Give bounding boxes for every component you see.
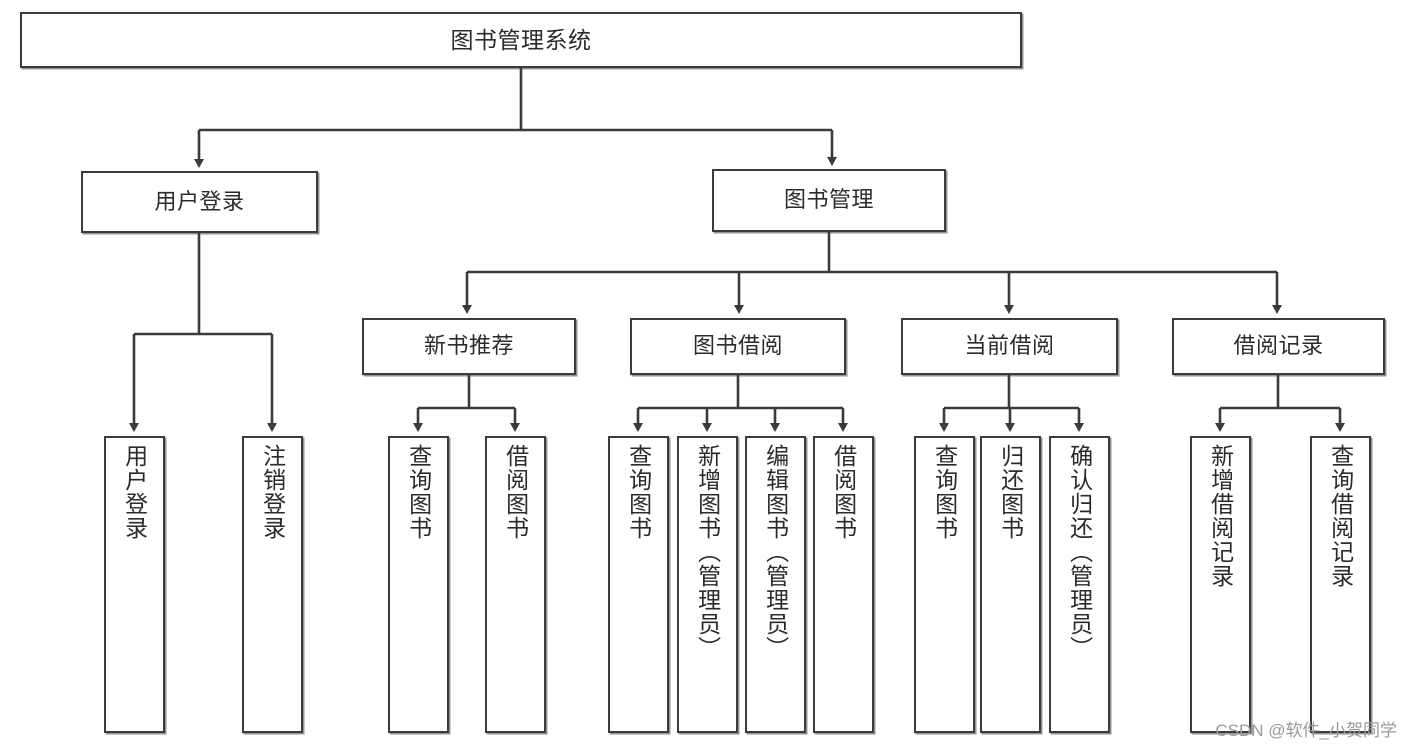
- node-leaf-query-book-1-label: 查询图书: [405, 444, 432, 540]
- node-leaf-confirm-return-label: 确认归还（管理员）: [1066, 444, 1093, 660]
- node-user-login-label: 用户登录: [154, 188, 245, 214]
- node-leaf-add-record[interactable]: 新增借阅记录: [1190, 436, 1251, 733]
- node-leaf-borrow-book-2[interactable]: 借阅图书: [813, 436, 874, 733]
- node-borrow-record-label: 借阅记录: [1233, 333, 1324, 359]
- node-leaf-user-login-label: 用户登录: [121, 444, 148, 540]
- node-leaf-user-login[interactable]: 用户登录: [104, 436, 165, 733]
- node-leaf-add-book-label: 新增图书（管理员）: [694, 444, 721, 660]
- node-leaf-return-book-label: 归还图书: [997, 444, 1024, 540]
- node-new-book-rec-label: 新书推荐: [423, 333, 514, 359]
- node-new-book-rec[interactable]: 新书推荐: [362, 318, 576, 375]
- node-leaf-query-record-label: 查询借阅记录: [1327, 444, 1354, 588]
- node-leaf-logout-label: 注销登录: [259, 444, 286, 540]
- node-leaf-query-book-2[interactable]: 查询图书: [608, 436, 669, 733]
- node-book-manage-label: 图书管理: [783, 187, 874, 213]
- node-leaf-borrow-book-2-label: 借阅图书: [830, 444, 857, 540]
- node-current-borrow[interactable]: 当前借阅: [901, 318, 1118, 375]
- node-user-login[interactable]: 用户登录: [81, 171, 318, 233]
- node-leaf-query-book-2-label: 查询图书: [625, 444, 652, 540]
- node-leaf-edit-book-label: 编辑图书（管理员）: [762, 444, 789, 660]
- node-leaf-add-record-label: 新增借阅记录: [1207, 444, 1234, 588]
- node-leaf-borrow-book-1[interactable]: 借阅图书: [485, 436, 546, 733]
- node-leaf-logout[interactable]: 注销登录: [242, 436, 303, 733]
- node-book-manage[interactable]: 图书管理: [712, 169, 946, 232]
- node-leaf-query-record[interactable]: 查询借阅记录: [1310, 436, 1371, 733]
- node-root[interactable]: 图书管理系统: [20, 12, 1022, 68]
- node-leaf-query-book-3[interactable]: 查询图书: [914, 436, 975, 733]
- node-book-borrow[interactable]: 图书借阅: [630, 318, 846, 375]
- node-leaf-query-book-1[interactable]: 查询图书: [388, 436, 449, 733]
- node-borrow-record[interactable]: 借阅记录: [1172, 318, 1385, 375]
- watermark: CSDN @软件_小贺同学: [1215, 721, 1397, 740]
- node-root-label: 图书管理系统: [450, 26, 592, 53]
- node-book-borrow-label: 图书借阅: [692, 333, 783, 359]
- node-leaf-confirm-return[interactable]: 确认归还（管理员）: [1049, 436, 1110, 733]
- node-leaf-add-book[interactable]: 新增图书（管理员）: [677, 436, 738, 733]
- node-leaf-query-book-3-label: 查询图书: [931, 444, 958, 540]
- node-leaf-edit-book[interactable]: 编辑图书（管理员）: [745, 436, 806, 733]
- node-current-borrow-label: 当前借阅: [964, 333, 1055, 359]
- node-leaf-borrow-book-1-label: 借阅图书: [502, 444, 529, 540]
- node-leaf-return-book[interactable]: 归还图书: [980, 436, 1041, 733]
